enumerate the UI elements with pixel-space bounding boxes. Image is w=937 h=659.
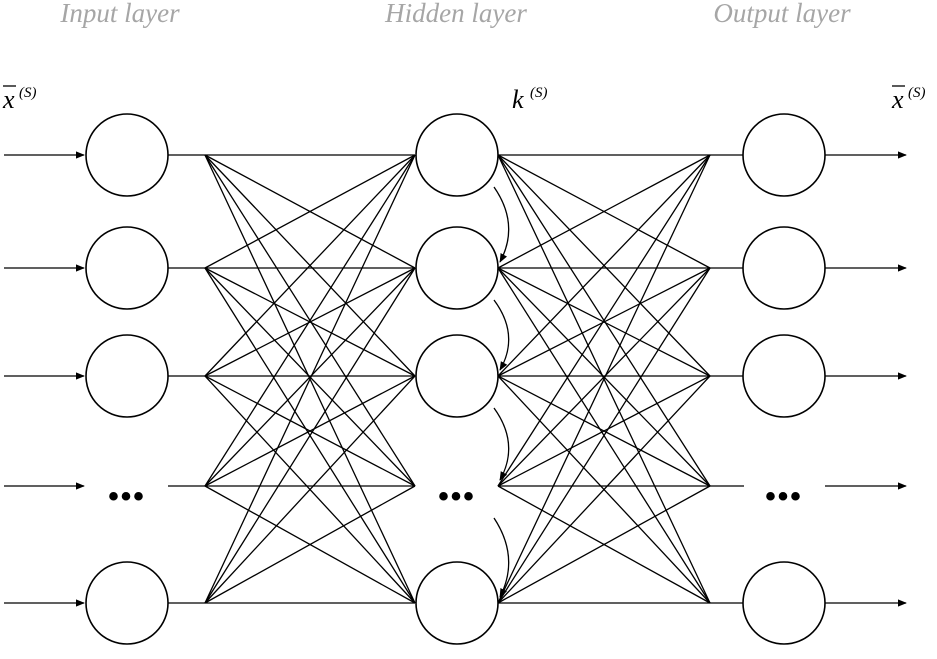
input-hidden-connection bbox=[204, 267, 416, 604]
hidden-node bbox=[415, 113, 499, 197]
hidden-output-connection bbox=[497, 375, 711, 487]
recurrent-arrow bbox=[493, 186, 510, 263]
input-hidden-connection bbox=[204, 375, 416, 487]
recurrent-arrow bbox=[493, 517, 510, 598]
hidden-output-connection bbox=[497, 154, 711, 377]
input-hidden-connection bbox=[204, 154, 416, 487]
hidden-output-connection bbox=[497, 267, 711, 487]
input-node bbox=[85, 113, 169, 197]
connections bbox=[168, 154, 744, 604]
input-hidden-connection bbox=[204, 485, 416, 604]
io-arrows bbox=[4, 151, 907, 607]
output-ellipsis: ••• bbox=[765, 480, 803, 513]
input-hidden-connection bbox=[204, 154, 416, 377]
hidden-output-connection bbox=[497, 267, 711, 604]
input-hidden-connection bbox=[204, 375, 416, 604]
hidden-recurrent-arrows bbox=[493, 186, 510, 598]
hidden-node bbox=[415, 561, 499, 645]
output-node bbox=[742, 561, 826, 645]
output-layer-title: Output layer bbox=[713, 0, 851, 28]
input-node bbox=[85, 561, 169, 645]
hidden-layer-title: Hidden layer bbox=[384, 0, 527, 28]
input-hidden-connection bbox=[204, 154, 416, 604]
svg-text:(S): (S) bbox=[908, 85, 926, 101]
svg-text:x: x bbox=[2, 85, 15, 114]
hidden-output-connection bbox=[497, 154, 711, 604]
input-hidden-connection bbox=[204, 267, 416, 377]
hidden-output-connection bbox=[497, 267, 711, 377]
recurrent-arrow bbox=[493, 407, 510, 481]
hidden-variable-label: k (S) bbox=[512, 85, 548, 114]
input-hidden-connection bbox=[204, 154, 416, 269]
output-variable-label: x (S) bbox=[891, 85, 926, 114]
input-hidden-connection bbox=[204, 267, 416, 487]
input-node bbox=[85, 226, 169, 310]
hidden-output-connection bbox=[497, 375, 711, 604]
recurrent-arrow bbox=[493, 299, 510, 371]
hidden-node bbox=[415, 334, 499, 418]
nodes bbox=[85, 113, 826, 645]
input-node bbox=[85, 334, 169, 418]
input-variable-label: x (S) bbox=[2, 85, 37, 114]
input-layer-title: Input layer bbox=[59, 0, 180, 28]
hidden-output-connection bbox=[497, 154, 711, 269]
svg-text:(S): (S) bbox=[530, 85, 548, 101]
output-node bbox=[742, 226, 826, 310]
svg-text:x: x bbox=[891, 85, 904, 114]
output-node bbox=[742, 334, 826, 418]
svg-text:k: k bbox=[512, 85, 524, 114]
output-node bbox=[742, 113, 826, 197]
svg-text:(S): (S) bbox=[19, 85, 37, 101]
hidden-output-connection bbox=[497, 485, 711, 604]
hidden-ellipsis: ••• bbox=[438, 480, 476, 513]
hidden-node bbox=[415, 226, 499, 310]
input-ellipsis: ••• bbox=[108, 480, 146, 513]
hidden-output-connection bbox=[497, 154, 711, 487]
